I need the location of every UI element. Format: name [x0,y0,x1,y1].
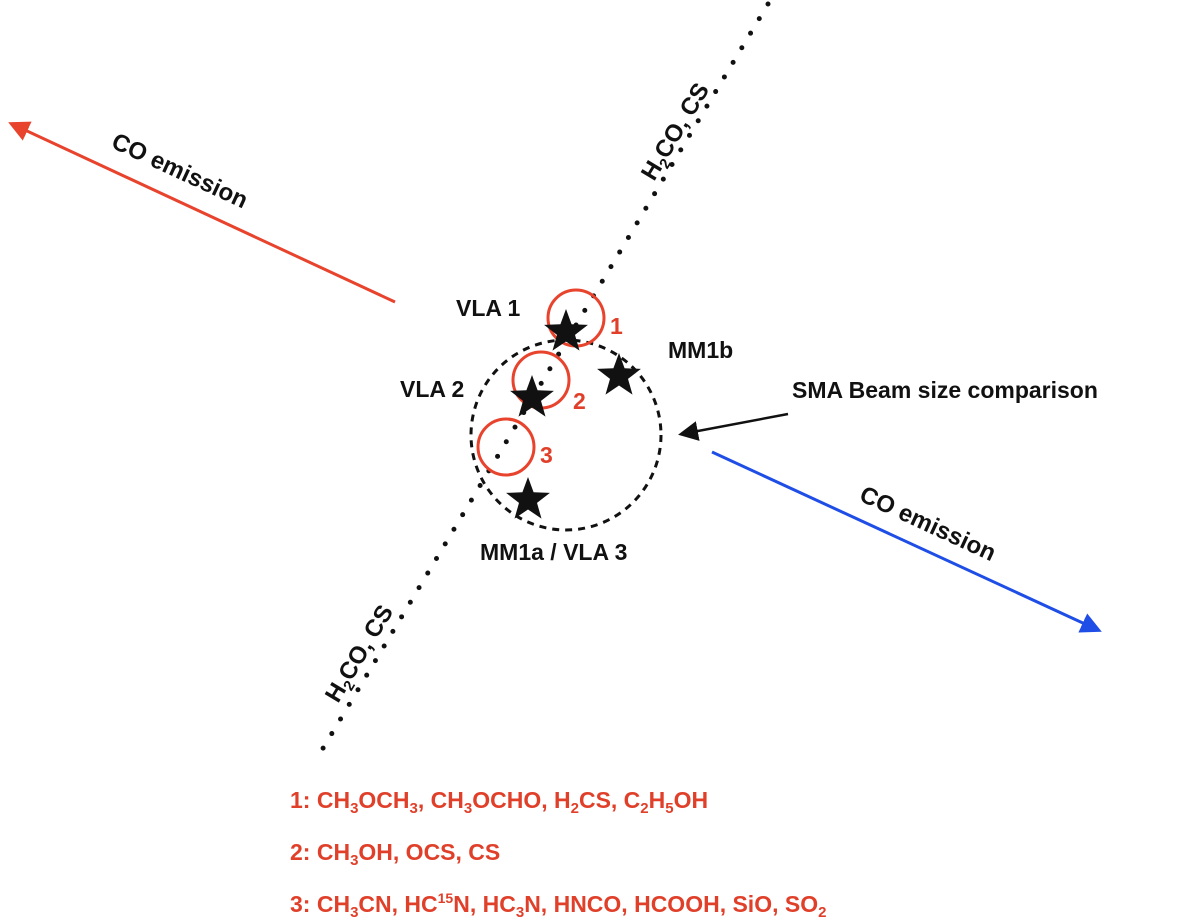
region-2-number: 2 [573,388,586,414]
blue-outflow-arrow [711,450,1102,633]
region-3-circle [476,417,536,477]
legend-line-2: 2: CH3OH, OCS, CS [290,839,500,869]
sma-beam-label: SMA Beam size comparison [792,377,1098,403]
legend-line-1: 1: CH3OCH3, CH3OCHO, H2CS, C2H5OH [290,787,708,817]
vla1-star [544,309,588,351]
jet-label-lower: H2CO, CS [320,600,402,708]
mm1a-vla3-label: MM1a / VLA 3 [480,539,627,565]
jet-axis-dotted [313,1,771,763]
mm1a-star [506,477,550,519]
vla2-star [510,375,554,417]
legend-line-3: 3: CH3CN, HC15N, HC3N, HNCO, HCOOH, SiO,… [290,890,826,921]
source-stars [506,309,641,519]
vla2-label: VLA 2 [400,376,464,402]
mm1b-label: MM1b [668,337,733,363]
beam-pointer-arrow [678,412,789,441]
region-1-number: 1 [610,313,623,339]
red-outflow-arrow [8,121,396,304]
mm1b-star [597,353,641,395]
region-3-number: 3 [540,442,553,468]
blue-outflow-label: CO emission [855,481,1000,567]
vla1-label: VLA 1 [456,295,521,321]
jet-label-upper: H2CO, CS [636,78,718,186]
